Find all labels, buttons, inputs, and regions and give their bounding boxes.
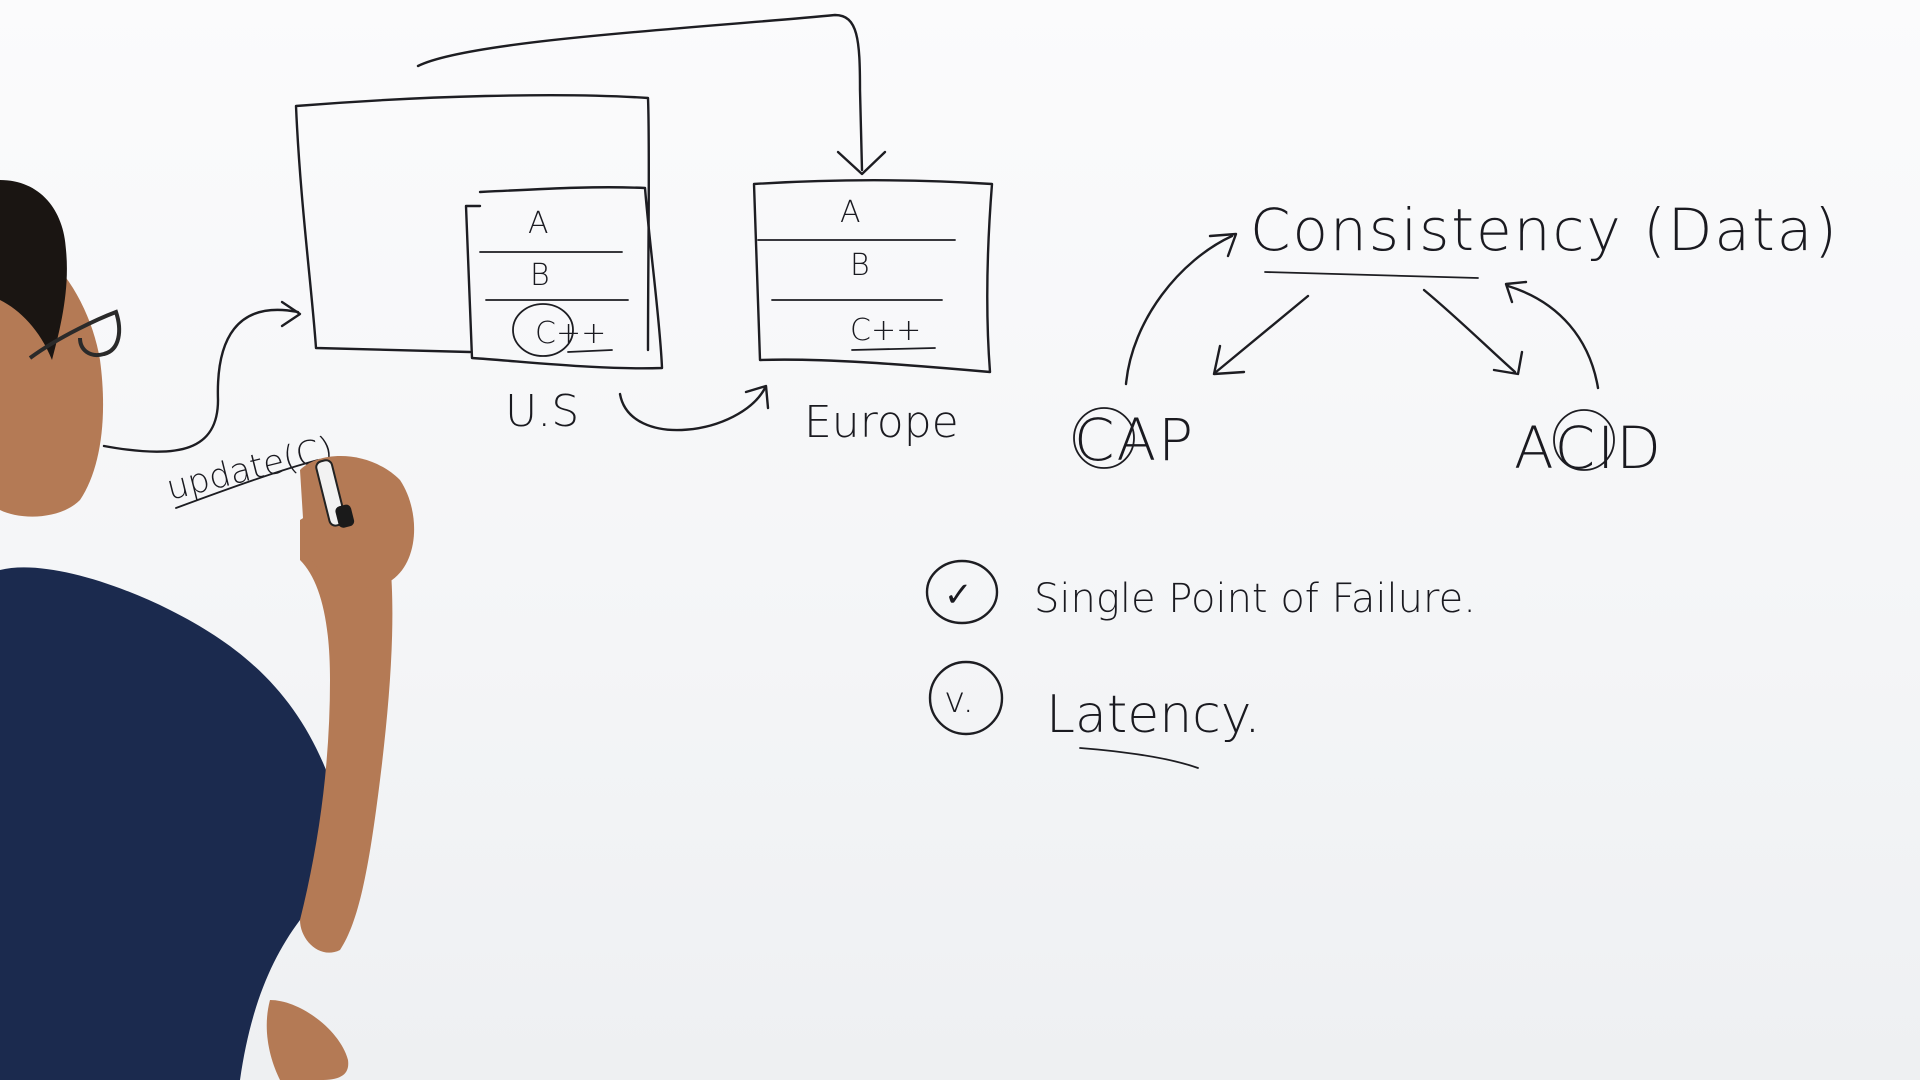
big-server-box — [294, 93, 651, 354]
us-row-a: A — [528, 206, 549, 241]
top-sync-arrowhead — [836, 150, 887, 176]
update-arrow — [102, 308, 300, 453]
checklist-text: Single Point of Failure. — [1034, 576, 1476, 622]
us-table: A B C++ — [464, 186, 664, 370]
us-row-b: B — [530, 258, 550, 293]
presenter-arm — [300, 510, 393, 953]
cap-c-circle — [1073, 407, 1135, 469]
presenter-shirt — [0, 567, 339, 1080]
consistency-to-acid-arrow — [1422, 288, 1517, 374]
acid-text: ACID — [1514, 414, 1663, 482]
acid-c-circle — [1553, 409, 1615, 471]
glasses-icon — [28, 309, 122, 360]
europe-row-a: A — [840, 195, 861, 230]
consistency-to-cap-arrow — [1214, 294, 1310, 374]
europe-row-b: B — [850, 248, 870, 283]
presenter-hair — [0, 180, 67, 360]
top-sync-arrow — [416, 13, 864, 172]
presenter-other-hand — [266, 1000, 349, 1080]
checklist-text: Latency. — [1046, 685, 1261, 745]
consistency-title: Consistency (Data) — [1250, 196, 1839, 264]
presenter — [0, 180, 415, 1080]
europe-table: A B C++ — [752, 179, 994, 374]
check-circle — [925, 559, 999, 625]
cap-to-consistency-arrow — [1124, 234, 1234, 386]
check-mark: v. — [944, 680, 974, 721]
europe-row-c: C++ — [850, 313, 921, 348]
acid-to-consistency-arrow — [1506, 284, 1600, 390]
us-c-circle — [512, 303, 574, 357]
europe-label: Europe — [804, 397, 959, 448]
checklist-item: v. Latency. — [928, 660, 1261, 769]
us-label: U.S — [505, 386, 579, 437]
check-circle — [928, 660, 1004, 736]
check-mark: ✓ — [944, 575, 973, 615]
checklist-item: ✓ Single Point of Failure. — [925, 559, 1476, 625]
replication-arrow — [618, 386, 767, 432]
